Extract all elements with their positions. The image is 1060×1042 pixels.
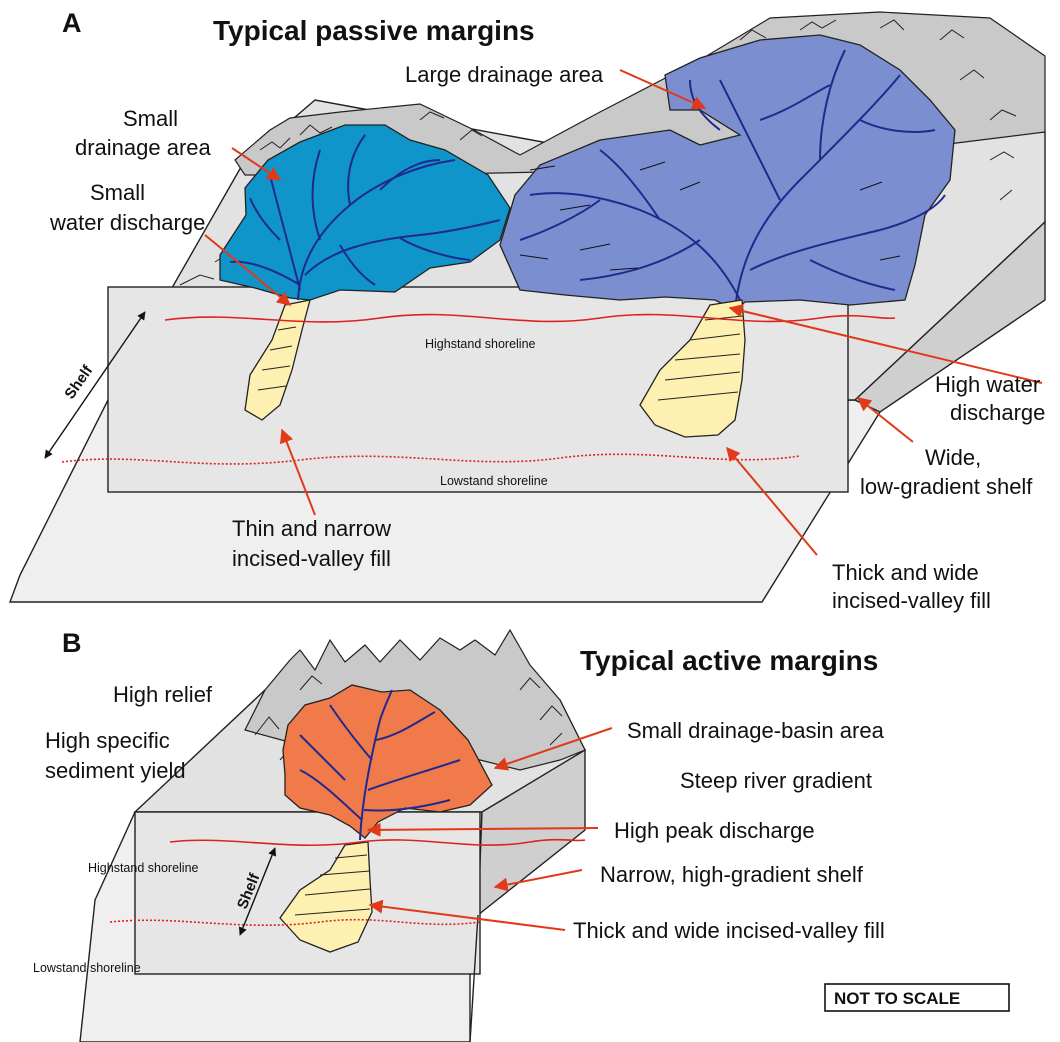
label-wide-shelf-2: low-gradient shelf: [860, 474, 1033, 499]
label-steep-gradient: Steep river gradient: [680, 768, 872, 793]
label-lowstand-b: Lowstand shoreline: [33, 961, 141, 975]
panel-b-letter: B: [62, 628, 82, 658]
label-small-drainage-1: Small: [123, 106, 178, 131]
panel-a: A Typical passive margins Large drainage…: [10, 8, 1045, 613]
label-high-water-1: High water: [935, 372, 1040, 397]
label-small-drainage-2: drainage area: [75, 135, 212, 160]
panel-a-title: Typical passive margins: [213, 15, 535, 46]
label-thin-fill-2: incised-valley fill: [232, 546, 391, 571]
label-small-water-1: Small: [90, 180, 145, 205]
panel-a-letter: A: [62, 8, 82, 38]
label-wide-shelf-1: Wide,: [925, 445, 981, 470]
panel-b-title: Typical active margins: [580, 645, 878, 676]
label-lowstand-a: Lowstand shoreline: [440, 474, 548, 488]
label-high-relief: High relief: [113, 682, 213, 707]
label-specific-yield-1: High specific: [45, 728, 170, 753]
scale-note: NOT TO SCALE: [834, 989, 960, 1008]
label-thick-fill-1: Thick and wide: [832, 560, 979, 585]
label-specific-yield-2: sediment yield: [45, 758, 186, 783]
label-large-drainage: Large drainage area: [405, 62, 604, 87]
label-small-water-2: water discharge: [49, 210, 205, 235]
label-peak-discharge: High peak discharge: [614, 818, 815, 843]
label-small-basin: Small drainage-basin area: [627, 718, 885, 743]
label-thick-fill-b: Thick and wide incised-valley fill: [573, 918, 885, 943]
label-thick-fill-2: incised-valley fill: [832, 588, 991, 613]
label-high-water-2: discharge: [950, 400, 1045, 425]
label-highstand-a: Highstand shoreline: [425, 337, 536, 351]
label-shelf-a: Shelf: [61, 362, 97, 403]
label-thin-fill-1: Thin and narrow: [232, 516, 391, 541]
label-narrow-shelf: Narrow, high-gradient shelf: [600, 862, 864, 887]
label-highstand-b: Highstand shoreline: [88, 861, 199, 875]
panel-b: B Typical active margins High relief Hig…: [33, 628, 1009, 1042]
